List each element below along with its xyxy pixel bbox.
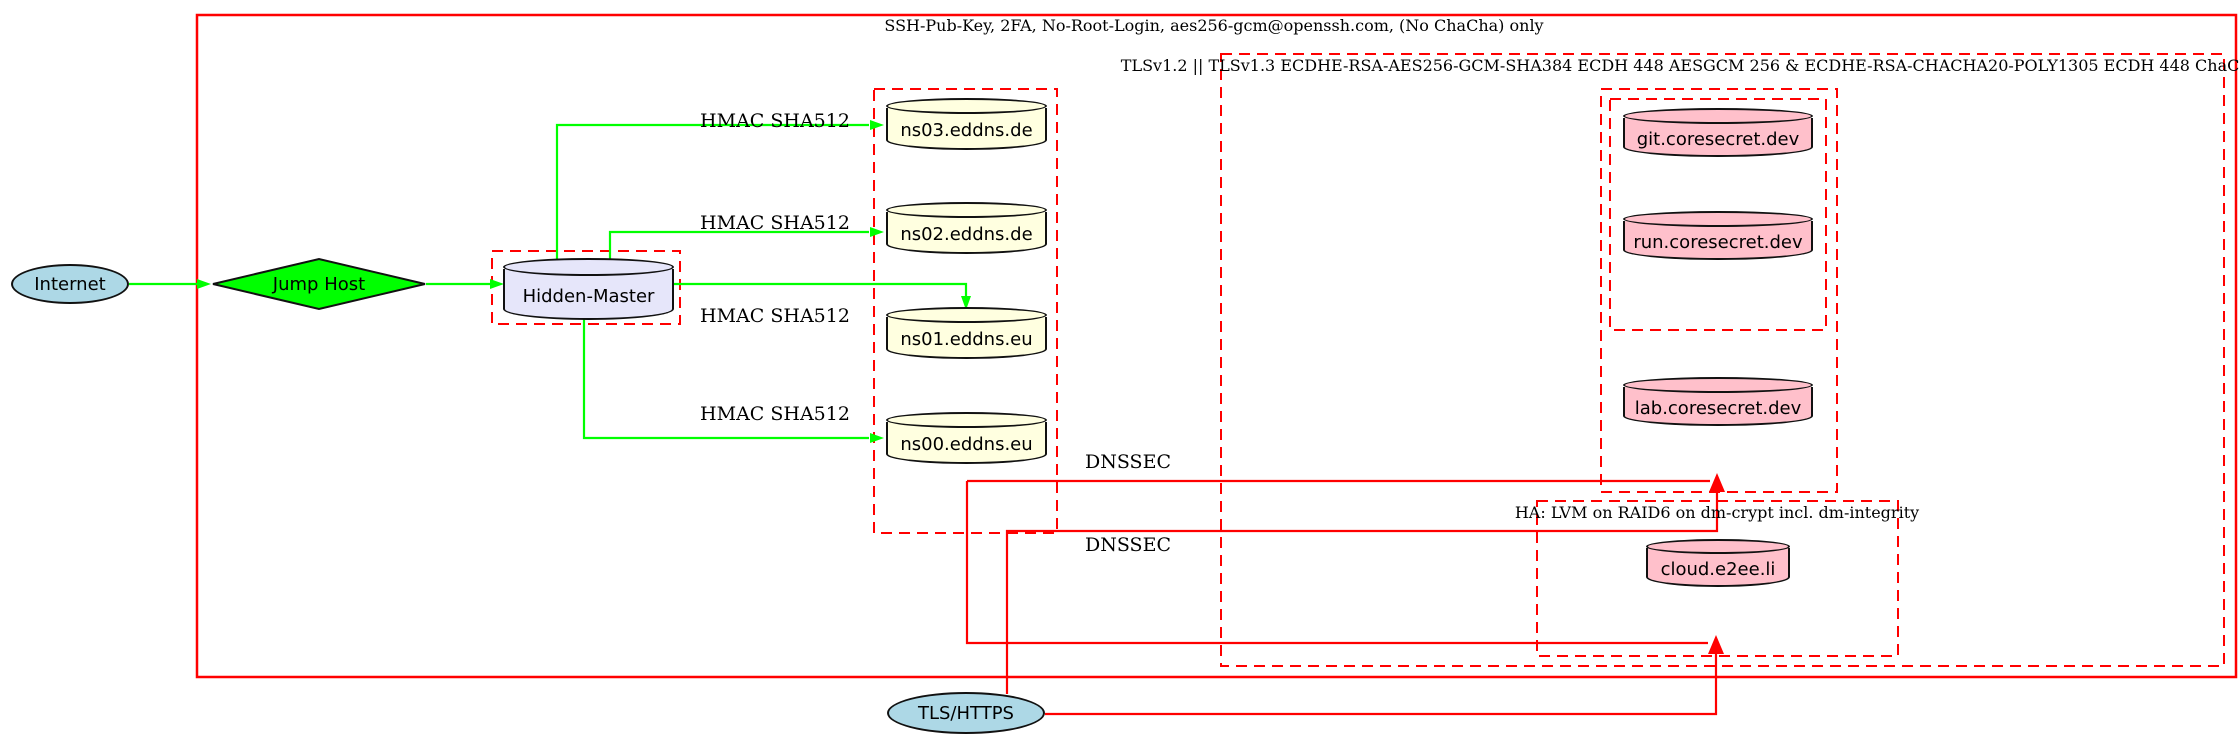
node-internet: Internet — [11, 264, 129, 304]
node-ns02: ns02.eddns.de — [886, 202, 1047, 254]
core-inner-cluster-box — [1609, 98, 1827, 331]
run-cylinder-top — [1623, 211, 1813, 227]
node-tls-https-label: TLS/HTTPS — [917, 702, 1014, 724]
node-git-label: git.coresecret.dev — [1636, 128, 1800, 150]
edge-hiddenmaster-ns02 — [608, 230, 869, 262]
arrowhead-hiddenmaster — [490, 279, 504, 289]
ssh-cluster-box — [195, 13, 2238, 679]
red-edges — [965, 479, 1719, 716]
ns02-cylinder-top — [886, 202, 1047, 218]
edge-label-hmac-ns01: HMAC SHA512 — [700, 305, 850, 327]
ns03-cylinder-top — [886, 98, 1047, 114]
arrowhead-ha-cluster — [1708, 635, 1724, 654]
edge-label-dnssec-lower: DNSSEC — [1085, 534, 1171, 556]
git-cylinder-top — [1623, 108, 1813, 124]
node-run-label: run.coresecret.dev — [1633, 231, 1803, 253]
node-lab: lab.coresecret.dev — [1623, 377, 1813, 426]
cloud-cylinder-top — [1646, 539, 1790, 554]
edge-label-hmac-ns03: HMAC SHA512 — [700, 110, 850, 132]
node-internet-label: Internet — [34, 273, 106, 295]
red-arrowheads — [1708, 473, 1725, 654]
edge-hiddenmaster-ns00 — [582, 318, 869, 440]
edge-label-dnssec-upper: DNSSEC — [1085, 451, 1171, 473]
edge-hiddenmaster-ns01 — [674, 282, 968, 296]
node-ns00: ns00.eddns.eu — [886, 412, 1047, 464]
node-ns02-label: ns02.eddns.de — [900, 224, 1033, 245]
arrowhead-core-cluster — [1709, 473, 1725, 492]
edge-tls-https — [1045, 654, 1718, 716]
hidden-master-cluster-box — [491, 250, 681, 325]
arrowhead-ns02 — [870, 227, 884, 237]
node-hidden-master-label: Hidden-Master — [522, 285, 655, 307]
lab-cylinder-top — [1623, 377, 1813, 393]
node-cloud: cloud.e2ee.li — [1646, 539, 1790, 587]
node-jump-host: Jump Host — [211, 257, 427, 311]
ns01-cylinder-top — [886, 307, 1047, 323]
arrowhead-jumphost — [197, 279, 211, 289]
node-git: git.coresecret.dev — [1623, 108, 1813, 157]
node-ns01-label: ns01.eddns.eu — [900, 329, 1033, 350]
node-cloud-label: cloud.e2ee.li — [1660, 558, 1776, 580]
arrowhead-ns03 — [870, 120, 884, 130]
edge-label-hmac-ns00: HMAC SHA512 — [700, 403, 850, 425]
ha-cluster-label: HA: LVM on RAID6 on dm-crypt incl. dm-in… — [1514, 503, 1920, 522]
hidden-master-cylinder-top — [503, 258, 674, 276]
tls-cluster-label: TLSv1.2 || TLSv1.3 ECDHE-RSA-AES256-GCM-… — [1120, 56, 2240, 75]
node-jump-host-label: Jump Host — [272, 273, 366, 295]
node-ns03-label: ns03.eddns.de — [900, 120, 1033, 141]
tls-cluster-box — [1220, 53, 2225, 667]
node-tls-https: TLS/HTTPS — [887, 692, 1045, 734]
node-ns03: ns03.eddns.de — [886, 98, 1047, 150]
green-edges — [129, 123, 968, 440]
edge-label-hmac-ns02: HMAC SHA512 — [700, 212, 850, 234]
node-ns00-label: ns00.eddns.eu — [900, 434, 1033, 455]
edge-dnssec-lower — [965, 481, 1708, 645]
ns00-cylinder-top — [886, 412, 1047, 428]
node-ns01: ns01.eddns.eu — [886, 307, 1047, 359]
green-arrowheads — [197, 120, 971, 443]
node-lab-label: lab.coresecret.dev — [1634, 397, 1802, 419]
edge-tls-dnssec — [1005, 492, 1719, 694]
ssh-cluster-label: SSH-Pub-Key, 2FA, No-Root-Login, aes256-… — [884, 16, 1544, 35]
arrowhead-ns01 — [961, 296, 971, 310]
arrowhead-ns00 — [870, 433, 884, 443]
node-hidden-master: Hidden-Master — [503, 258, 674, 320]
jump-host-diamond-shape — [212, 257, 426, 311]
edge-hiddenmaster-ns03 — [555, 123, 869, 262]
node-run: run.coresecret.dev — [1623, 211, 1813, 260]
dns-cluster-box — [873, 88, 1058, 534]
